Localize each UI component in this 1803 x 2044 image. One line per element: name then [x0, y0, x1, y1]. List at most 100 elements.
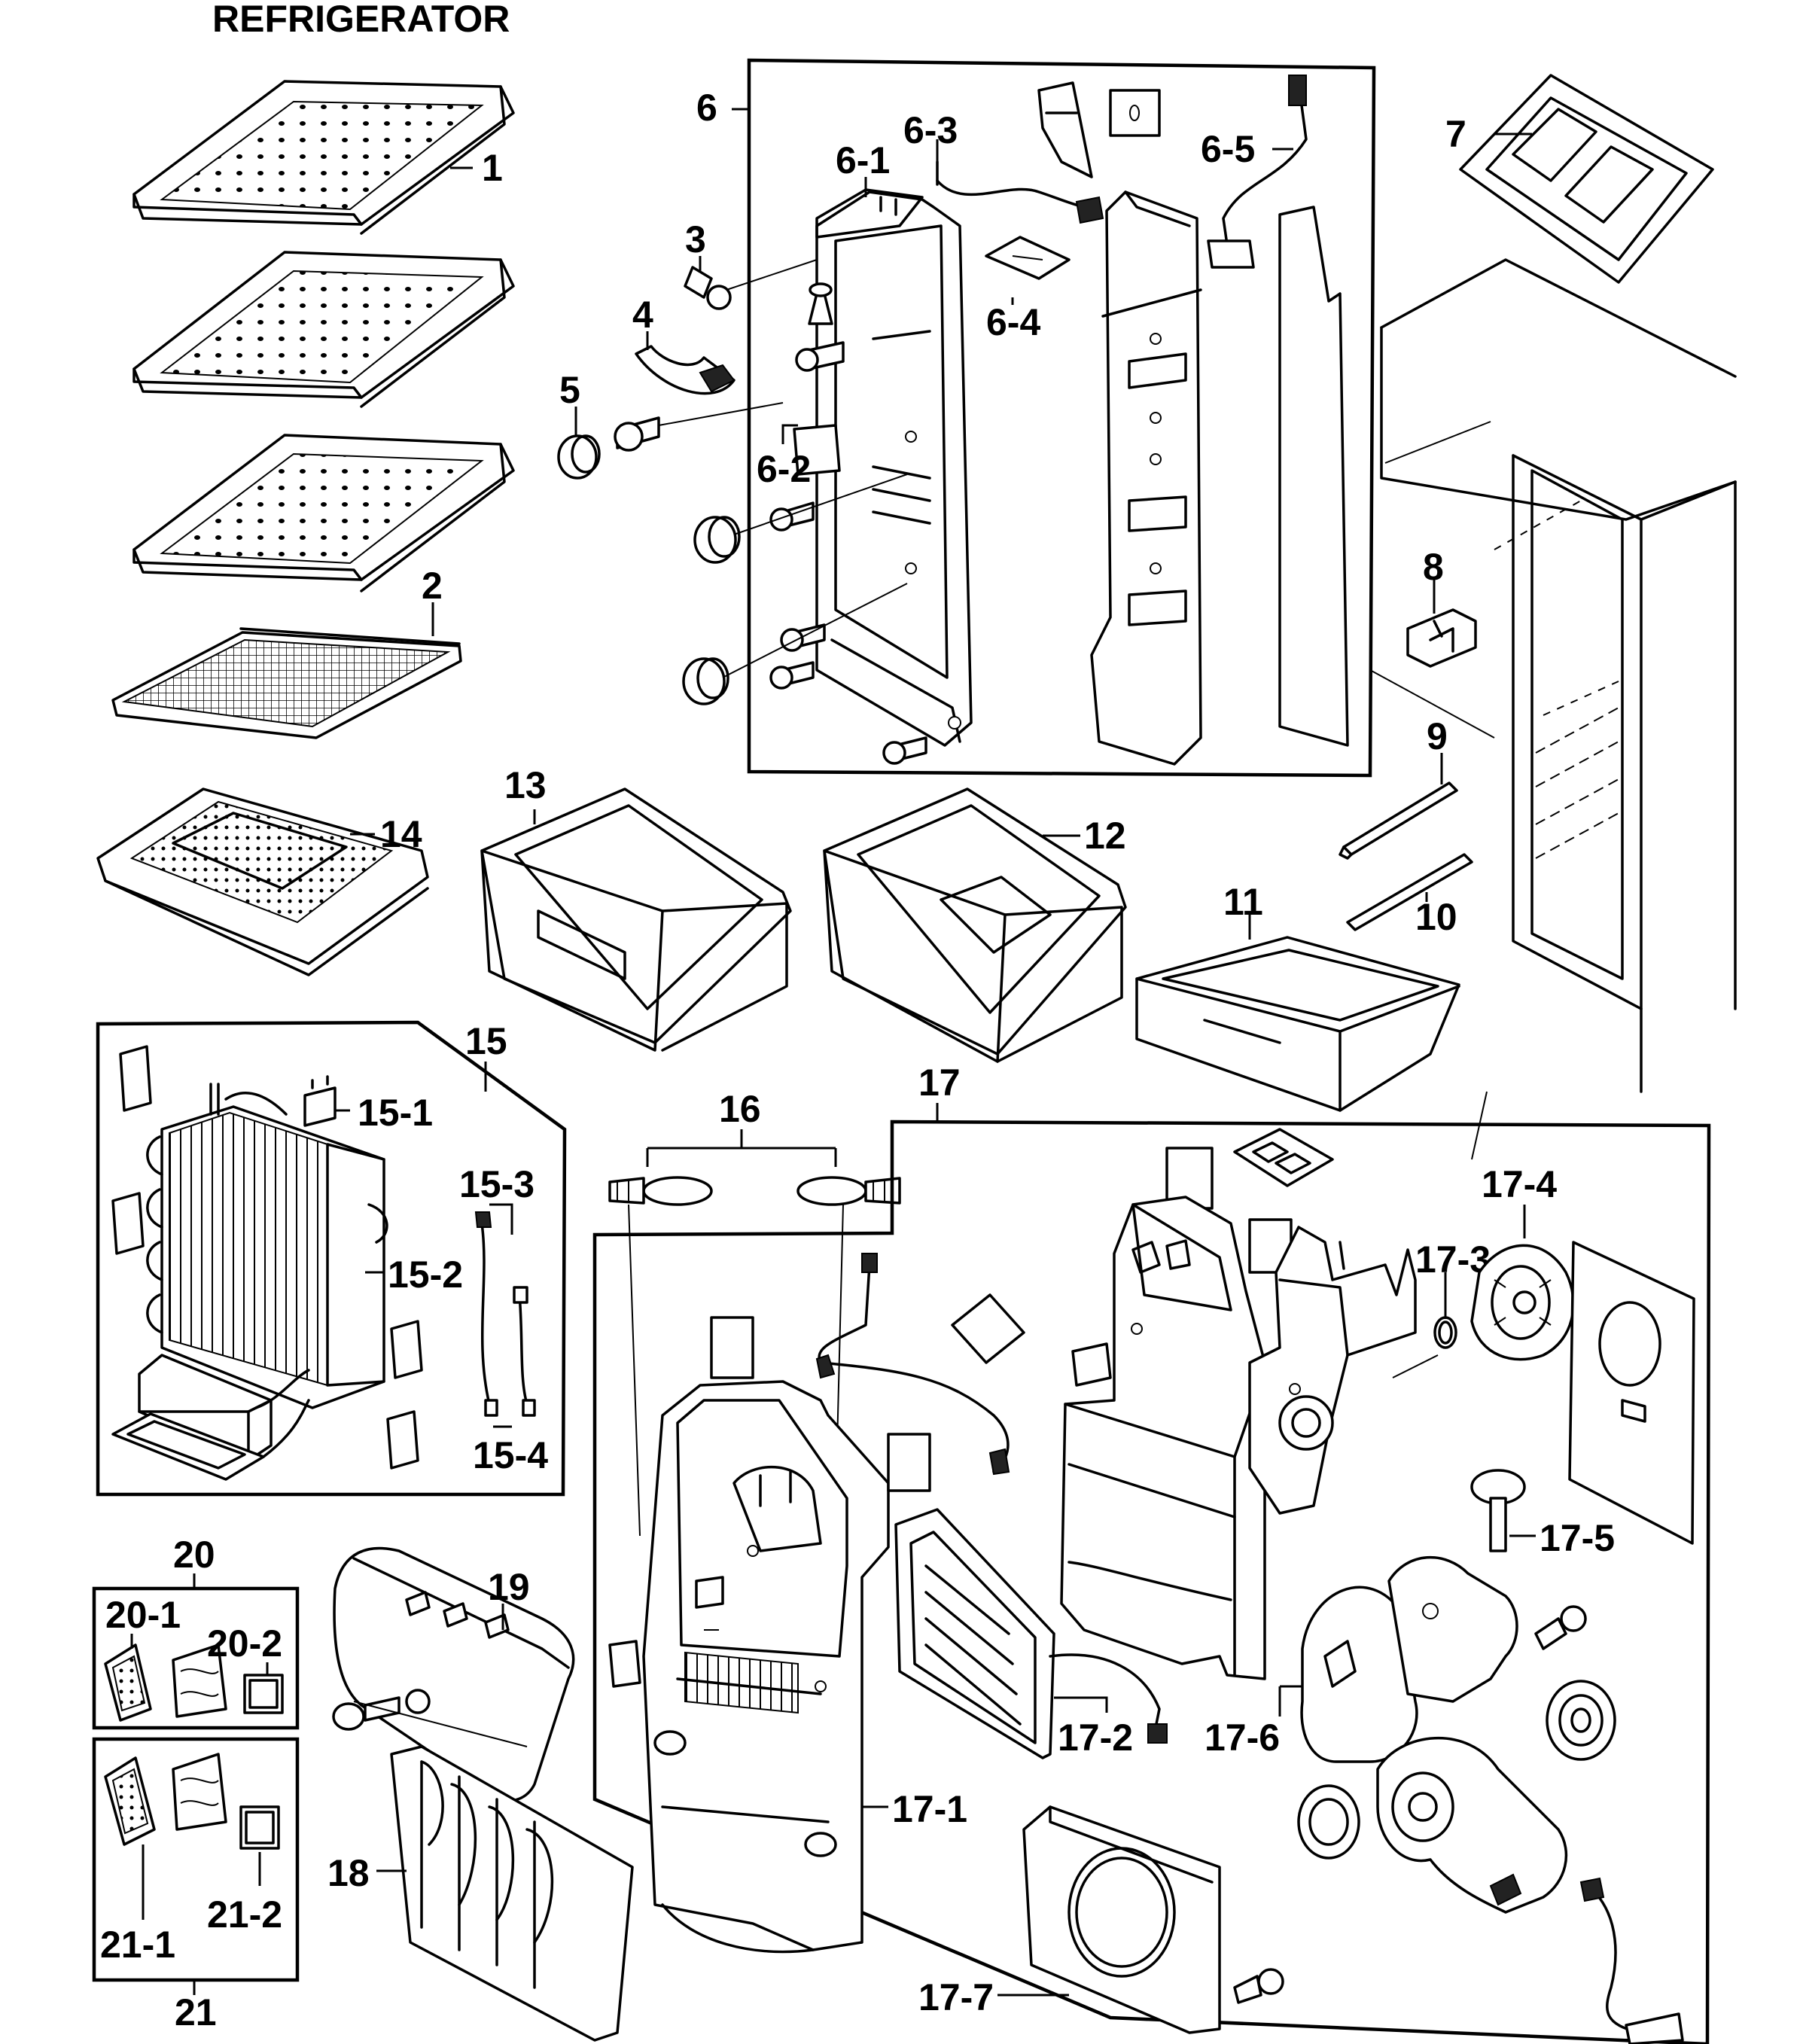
- shelf-glass-1: [132, 80, 515, 235]
- switch-bezel: [1233, 1128, 1334, 1187]
- ice-duct-assembly: [1060, 1196, 1266, 1680]
- label-16: 16: [719, 1088, 761, 1130]
- screw-17-5: [1470, 1469, 1526, 1552]
- shelf-bracket: [1406, 608, 1477, 668]
- shelf-glass-3: [132, 434, 515, 592]
- shelf-glass-2: [132, 251, 515, 408]
- dispenser-cover-panel: [1090, 190, 1202, 766]
- thermal-fuse-wire: [474, 1211, 498, 1417]
- evaporator-coil: [146, 1083, 388, 1409]
- screw-6-d: [780, 623, 826, 652]
- label-6-5: 6-5: [1201, 128, 1255, 170]
- label-17-6: 17-6: [1205, 1717, 1280, 1759]
- group-15-frame: [96, 1020, 567, 1497]
- label-4: 4: [632, 294, 653, 336]
- heater-strip-panel: [1278, 206, 1349, 747]
- label-17-1: 17-1: [892, 1788, 967, 1830]
- label-21: 21: [175, 1991, 217, 2033]
- diagram-title: REFRIGERATOR: [212, 0, 510, 40]
- label-17-2: 17-2: [1058, 1717, 1133, 1759]
- cap-6-a: [693, 516, 741, 564]
- label-15-2: 15-2: [388, 1254, 463, 1296]
- label-15-1: 15-1: [358, 1092, 433, 1134]
- crisper-drawer-left: [480, 787, 792, 1052]
- filter-block-20: [243, 1674, 284, 1714]
- cap-6-b: [682, 657, 729, 705]
- label-5: 5: [559, 369, 580, 411]
- screw-5: [614, 416, 660, 452]
- lamp-bulb-right: [796, 1176, 901, 1206]
- label-17-4: 17-4: [1482, 1163, 1557, 1205]
- screw-6-b: [795, 341, 845, 372]
- screw-6-f: [882, 736, 927, 765]
- label-21-1: 21-1: [100, 1924, 175, 1966]
- label-17-7: 17-7: [918, 1976, 994, 2018]
- cap-19: [332, 1702, 365, 1731]
- motor-wire-harness: [1579, 1877, 1684, 2044]
- label-1: 1: [482, 147, 503, 189]
- filter-bag-20: [172, 1643, 227, 1718]
- filter-bag-21: [172, 1753, 227, 1831]
- cap-6-c: [557, 434, 601, 480]
- label-14: 14: [380, 813, 422, 855]
- label-20-1: 20-1: [105, 1594, 181, 1636]
- dispenser-housing: [793, 188, 973, 747]
- label-11: 11: [1223, 881, 1263, 923]
- evap-block-a: [119, 1045, 152, 1112]
- dispenser-switch-bracket: [1037, 81, 1093, 178]
- shelf-rail-lower: [1346, 853, 1473, 931]
- screw-17-7: [1233, 1968, 1284, 2004]
- label-18: 18: [327, 1852, 370, 1894]
- label-20-2: 20-2: [207, 1622, 282, 1665]
- evap-block-b: [111, 1192, 145, 1255]
- fan-motor: [1376, 1736, 1568, 1914]
- motor-grommet-right: [1546, 1680, 1616, 1761]
- label-6-2: 6-2: [757, 448, 811, 490]
- evap-block-c: [390, 1320, 423, 1379]
- ice-chute-housing: [608, 1380, 890, 1954]
- crisper-drawer-right: [823, 787, 1127, 1063]
- insulation-pad-d: [1165, 1147, 1214, 1210]
- label-20: 20: [173, 1534, 215, 1576]
- label-10: 10: [1415, 896, 1457, 938]
- label-9: 9: [1427, 715, 1448, 757]
- label-15-4: 15-4: [473, 1434, 548, 1476]
- filter-cartridge-20: [104, 1643, 152, 1722]
- label-17: 17: [918, 1062, 961, 1104]
- insulation-pad-c: [951, 1293, 1025, 1364]
- label-12: 12: [1084, 815, 1126, 857]
- duct-cover-plate: [1022, 1805, 1221, 2034]
- label-7: 7: [1445, 113, 1466, 155]
- top-filter-cover: [1459, 74, 1714, 284]
- label-13: 13: [504, 764, 547, 806]
- defrost-heater: [111, 1369, 310, 1481]
- defrost-sensor: [303, 1075, 337, 1127]
- group-20-frame: [92, 1586, 300, 1730]
- evap-block-d: [386, 1410, 419, 1470]
- dispenser-switch-pad: [1109, 89, 1161, 137]
- group-21-frame: [92, 1737, 300, 1982]
- duct-heater-panel: [894, 1508, 1168, 1759]
- label-6-3: 6-3: [903, 109, 958, 151]
- dispenser-heater: [390, 1745, 634, 2042]
- fan-shroud-plate: [1568, 1241, 1695, 1545]
- dispenser-tape-6-4: [985, 236, 1071, 280]
- label-6: 6: [696, 87, 717, 129]
- dispenser-cover: [333, 1546, 575, 1802]
- lamp-bulb-left: [608, 1176, 713, 1206]
- insulation-pad-a: [710, 1316, 754, 1379]
- label-3: 3: [685, 218, 706, 260]
- deli-tray: [1135, 936, 1460, 1112]
- motor-bracket: [1248, 1226, 1417, 1515]
- screw-6-a: [808, 282, 833, 325]
- screw-3: [684, 266, 732, 310]
- label-15-3: 15-3: [459, 1163, 535, 1205]
- fan-wheel: [1470, 1244, 1575, 1361]
- refrigerator-cabinet: [1369, 258, 1737, 1160]
- label-21-2: 21-2: [207, 1893, 282, 1936]
- dispenser-clip: [635, 345, 736, 395]
- auger-motor-cover: [1300, 1556, 1518, 1763]
- label-19: 19: [488, 1566, 530, 1608]
- filter-cartridge-21: [104, 1756, 156, 1846]
